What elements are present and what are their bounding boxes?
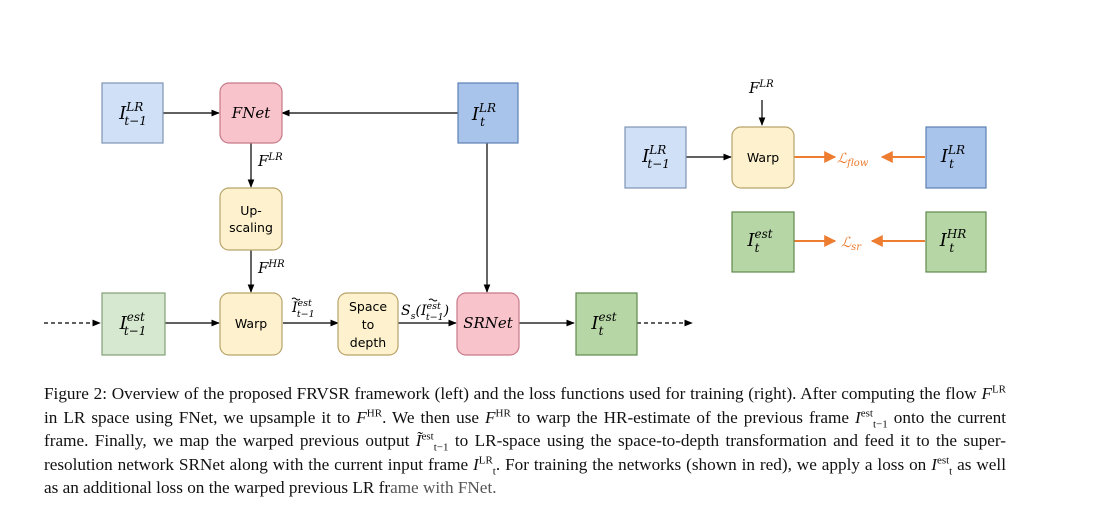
svg-text:depth: depth [350,335,386,350]
svg-text:ILRt: ILRt [940,143,965,171]
svg-text:Iestt: Iestt [590,310,616,338]
svg-text:Up-: Up- [240,203,262,218]
svg-text:Warp: Warp [235,316,267,331]
label-f-lr: FLR [257,152,283,170]
node-fnet: FNet [219,82,283,144]
svg-text:ILRt: ILRt [471,101,496,129]
svg-text:to: to [362,317,375,332]
svg-text:Space: Space [349,299,387,314]
svg-text:Ss(Iestt−1): Ss(Iestt−1) [401,301,449,323]
figure-caption: Figure 2: Overview of the proposed FRVSR… [44,383,1007,498]
svg-text:Iestt−1: Iestt−1 [291,298,315,320]
label-f-hr: FHR [257,259,285,277]
node-warp-right: Warp [731,126,795,189]
loss-flow-label: ℒflow [837,151,869,169]
svg-text:Iestt: Iestt [746,227,772,255]
svg-text:FNet: FNet [231,104,271,122]
svg-text:ILRt−1: ILRt−1 [641,143,670,171]
node-space-to-depth: Space to depth [337,292,399,356]
svg-text:Iestt−1: Iestt−1 [119,310,147,338]
svg-text:Warp: Warp [747,150,779,165]
node-warp-left: Warp [219,292,283,356]
node-upscaling: Up- scaling [219,187,283,251]
svg-text:SRNet: SRNet [463,314,514,332]
label-f-lr-right: FLR [748,79,774,97]
loss-sr-label: ℒsr [841,235,862,253]
node-srnet: SRNet [456,292,520,356]
right-connectors [686,100,925,247]
svg-text:scaling: scaling [229,220,273,235]
left-connectors [44,109,693,327]
svg-text:ILRt−1: ILRt−1 [118,100,147,128]
